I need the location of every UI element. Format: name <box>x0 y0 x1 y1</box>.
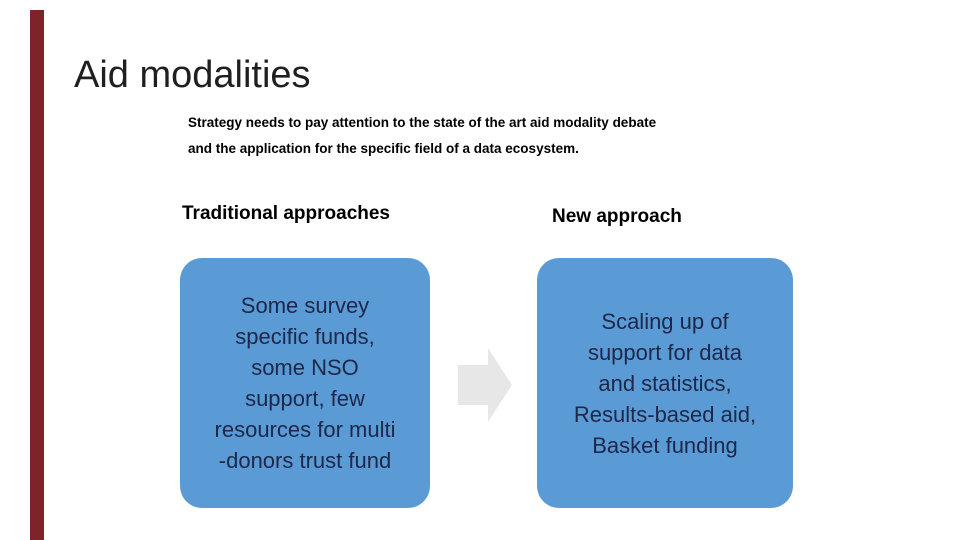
subtitle-line-1: Strategy needs to pay attention to the s… <box>188 115 657 130</box>
column-header-new-approach: New approach <box>552 206 682 227</box>
left-accent-bar <box>30 10 44 540</box>
right-arrow-shape <box>458 348 512 422</box>
page-title: Aid modalities <box>74 54 311 96</box>
traditional-approaches-box-text: Some survey specific funds, some NSO sup… <box>214 293 396 473</box>
new-approach-box: Scaling up of support for data and stati… <box>537 258 793 508</box>
subtitle-line-2: and the application for the specific fie… <box>188 141 579 156</box>
column-header-traditional-approaches: Traditional approaches <box>182 203 390 224</box>
new-approach-box-text: Scaling up of support for data and stati… <box>573 308 757 458</box>
subtitle-text: Strategy needs to pay attention to the s… <box>188 110 656 162</box>
traditional-approaches-box: Some survey specific funds, some NSO sup… <box>180 258 430 508</box>
right-arrow-icon <box>458 348 512 422</box>
